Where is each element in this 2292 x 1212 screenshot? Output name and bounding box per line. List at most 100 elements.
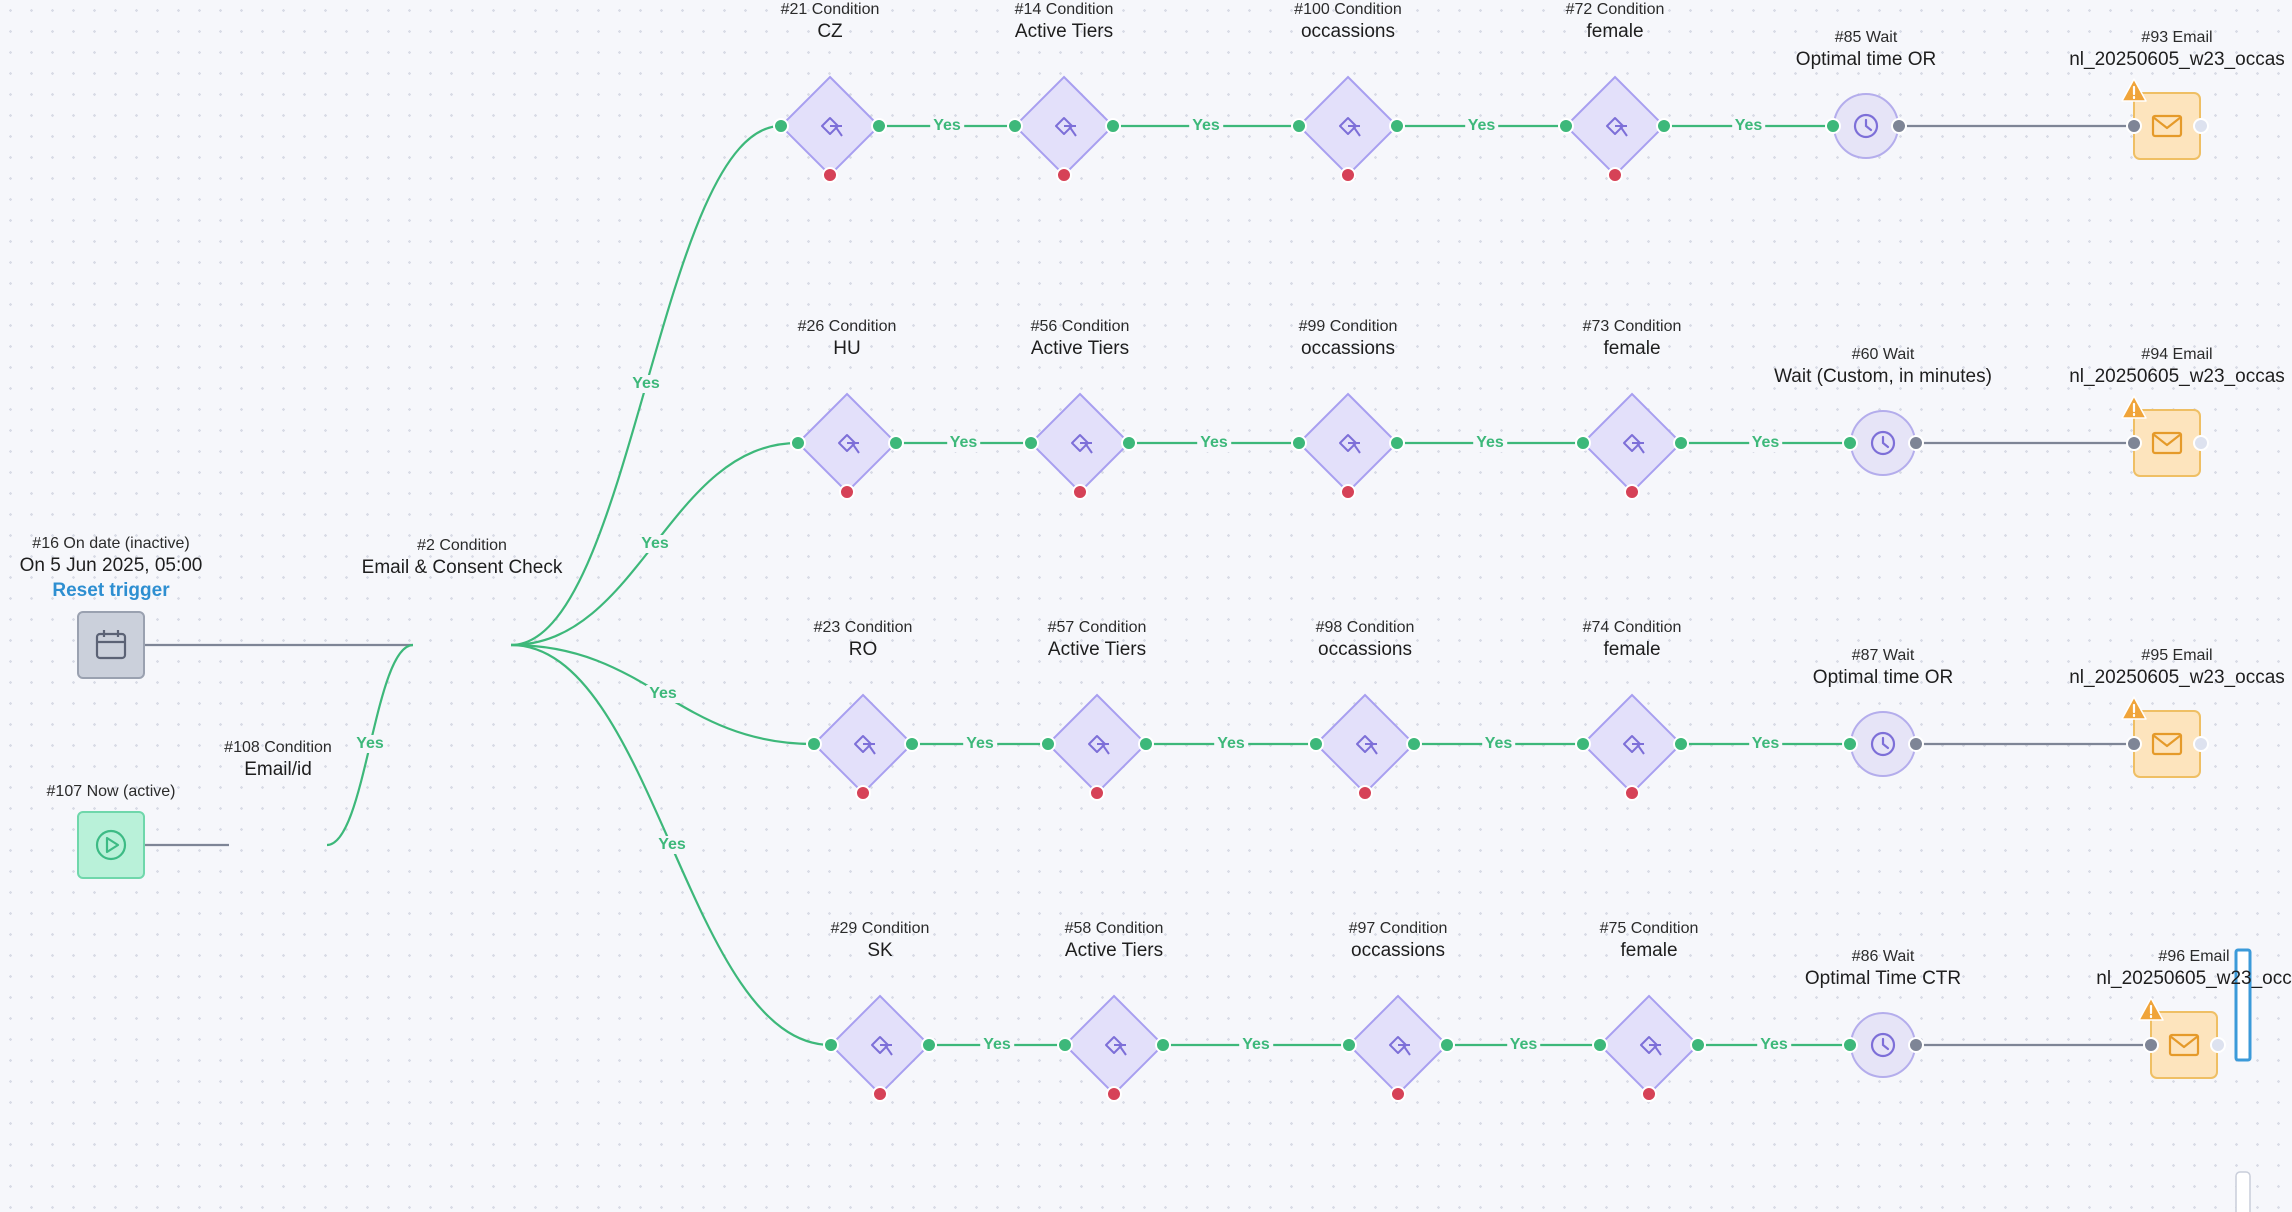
output-port-yes[interactable] [921,1037,937,1053]
reset-trigger-link[interactable]: Reset trigger [52,580,170,601]
input-port[interactable] [1023,435,1039,451]
output-port-yes[interactable] [888,435,904,451]
output-port[interactable] [2193,118,2209,134]
branch-icon [821,117,843,137]
output-port-no[interactable] [1357,785,1373,801]
email-node[interactable] [2133,92,2201,160]
branch-icon [1606,117,1628,137]
output-port-no[interactable] [1340,167,1356,183]
node-caption: #26 Condition [797,318,897,335]
output-port-no[interactable] [1340,484,1356,500]
output-port[interactable] [1908,736,1924,752]
output-port-no[interactable] [839,484,855,500]
branch-icon [838,434,860,454]
input-port[interactable] [1308,736,1324,752]
edge-yes-label: Yes [1197,434,1231,452]
output-port-yes[interactable] [904,736,920,752]
output-port[interactable] [1891,118,1907,134]
input-port[interactable] [823,1037,839,1053]
input-port[interactable] [1592,1037,1608,1053]
envelope-icon [2151,114,2183,138]
input-port[interactable] [1842,435,1858,451]
input-port[interactable] [1040,736,1056,752]
node-title: SK [867,940,893,961]
output-port[interactable] [2193,435,2209,451]
edge-yes-label: Yes [646,685,680,703]
input-port[interactable] [1341,1037,1357,1053]
input-port[interactable] [1575,435,1591,451]
output-port-no[interactable] [1607,167,1623,183]
output-port-yes[interactable] [1138,736,1154,752]
output-port-no[interactable] [1089,785,1105,801]
output-port-yes[interactable] [1105,118,1121,134]
node-caption: #58 Condition [1064,920,1164,937]
output-port[interactable] [2193,736,2209,752]
input-port[interactable] [1842,736,1858,752]
node-title: Optimal Time CTR [1804,968,1962,989]
output-port-yes[interactable] [1389,118,1405,134]
edge-yes-label: Yes [1748,434,1783,452]
output-port-yes[interactable] [1389,435,1405,451]
clock-icon [1870,430,1896,456]
output-port-yes[interactable] [1155,1037,1171,1053]
output-port-yes[interactable] [1673,736,1689,752]
email-node[interactable] [2133,409,2201,477]
input-port[interactable] [790,435,806,451]
node-title: CZ [817,21,843,42]
branch-icon [1356,735,1378,755]
output-port-no[interactable] [1641,1086,1657,1102]
input-port[interactable] [2143,1037,2159,1053]
node-label: #107 Now (active) [47,782,176,802]
input-port[interactable] [1842,1037,1858,1053]
output-port-yes[interactable] [1656,118,1672,134]
branch-icon [1071,434,1093,454]
output-port-yes[interactable] [1121,435,1137,451]
input-port[interactable] [1291,435,1307,451]
input-port[interactable] [806,736,822,752]
input-port[interactable] [1007,118,1023,134]
edge-yes-label: Yes [963,735,997,753]
selected-node-edge[interactable] [2234,948,2252,1062]
trigger-node-now[interactable] [77,811,145,879]
output-port-no[interactable] [822,167,838,183]
node-caption: #23 Condition [813,619,913,636]
output-port-no[interactable] [1624,484,1640,500]
output-port-yes[interactable] [1406,736,1422,752]
input-port[interactable] [1057,1037,1073,1053]
input-port[interactable] [1575,736,1591,752]
input-port[interactable] [773,118,789,134]
trigger-node-on-date[interactable] [77,611,145,679]
input-port[interactable] [2126,118,2142,134]
output-port-no[interactable] [1072,484,1088,500]
output-port-yes[interactable] [1673,435,1689,451]
output-port-yes[interactable] [1439,1037,1455,1053]
output-port-no[interactable] [1390,1086,1406,1102]
email-node[interactable] [2150,1011,2218,1079]
warning-icon [2121,78,2147,102]
node-title: occassions [1351,940,1445,961]
node-caption: #14 Condition [1014,1,1114,18]
input-port[interactable] [1291,118,1307,134]
output-port-no[interactable] [855,785,871,801]
output-port[interactable] [1908,1037,1924,1053]
input-port[interactable] [2126,435,2142,451]
branch-icon [1105,1036,1127,1056]
node-title: Active Tiers [1047,639,1147,660]
output-port-no[interactable] [872,1086,888,1102]
output-port-no[interactable] [1056,167,1072,183]
output-port[interactable] [1908,435,1924,451]
input-port[interactable] [2126,736,2142,752]
envelope-icon [2168,1033,2200,1057]
output-port-yes[interactable] [871,118,887,134]
output-port[interactable] [2210,1037,2226,1053]
output-port-no[interactable] [1106,1086,1122,1102]
output-port-no[interactable] [1624,785,1640,801]
branch-icon [1339,117,1361,137]
node-title: nl_20250605_w23_occas [2069,667,2285,688]
input-port[interactable] [1825,118,1841,134]
email-node[interactable] [2133,710,2201,778]
output-port-yes[interactable] [1690,1037,1706,1053]
input-port[interactable] [1558,118,1574,134]
